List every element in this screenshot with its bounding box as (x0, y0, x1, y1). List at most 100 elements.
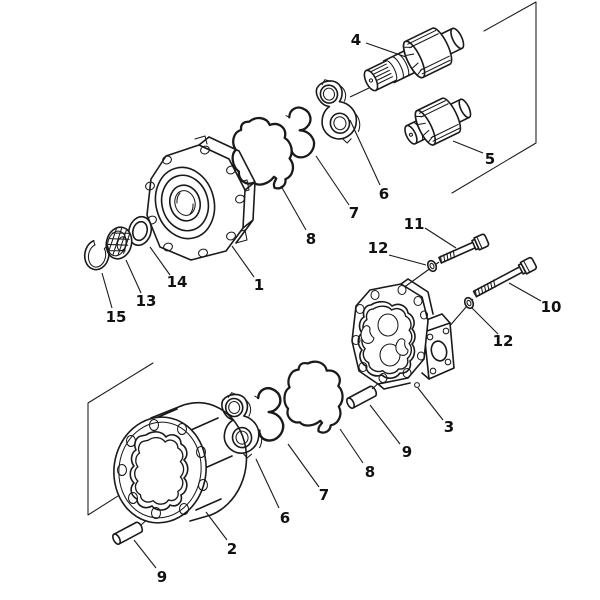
bolt-hole (150, 506, 162, 520)
snap-ring-inner (87, 244, 107, 268)
bolt-hole (198, 248, 208, 258)
part-15-snap-ring (83, 239, 110, 271)
flange-hole (429, 367, 437, 375)
leader-2 (205, 511, 228, 541)
bearing-bore (116, 236, 128, 252)
part-11-bolt-short (438, 233, 490, 264)
gear-face (414, 109, 437, 146)
callout-10: 10 (541, 298, 562, 316)
part-12-washer-lower (463, 296, 475, 310)
housing-bolt-holes (116, 418, 209, 520)
bolt-hole (178, 502, 190, 516)
section-frame-top-right (451, 1, 537, 194)
bolt-hole (419, 310, 429, 320)
bolt-hole (127, 491, 139, 505)
port-relief (360, 325, 375, 344)
shaft-bore-inner (174, 190, 196, 216)
detent-dot (414, 382, 420, 388)
leader-1 (231, 245, 255, 278)
gear-bore (377, 313, 399, 337)
bolt-hole (413, 295, 423, 307)
cover-face (146, 144, 246, 261)
shaft-stub-end (450, 27, 465, 50)
flange-hole (444, 358, 452, 366)
callout-labels: 1 2 3 4 5 6 6 7 7 8 8 9 9 10 11 12 12 13… (106, 31, 562, 586)
callout-12-upper: 12 (368, 239, 389, 257)
leader-11 (424, 227, 457, 249)
shaft-bore (168, 184, 202, 222)
leader-8-top (280, 185, 307, 231)
callout-6-bottom: 6 (280, 509, 290, 527)
flange-block-face (423, 322, 455, 380)
callout-5: 5 (485, 150, 495, 168)
washer-inner (429, 262, 435, 270)
callout-13: 13 (136, 292, 157, 310)
part-13-bearing (105, 226, 133, 260)
bolt-hole (162, 155, 172, 165)
callout-15: 15 (106, 308, 127, 326)
center-hole (408, 132, 413, 137)
bore-detail (176, 192, 194, 215)
gear-face (402, 40, 426, 79)
leader-6-bottom (255, 458, 280, 509)
bolt-threads (440, 249, 455, 264)
bolt-hole (358, 361, 368, 373)
snap-ring-outer (83, 239, 110, 271)
snap-ring-tips (93, 240, 108, 250)
leader-9-middle (369, 404, 401, 445)
cover-bolt-holes (351, 284, 429, 384)
port-relief (395, 338, 409, 356)
callout-2: 2 (227, 540, 237, 558)
housing-rim-facets (148, 405, 233, 511)
bolt-hole (125, 434, 137, 448)
callout-8-top: 8 (306, 230, 316, 248)
section-frame-bottom-left (87, 362, 154, 516)
callout-9-middle: 9 (402, 443, 412, 461)
bolt-hole (235, 194, 245, 204)
boss (160, 174, 210, 232)
part-10-bolt-long (472, 256, 538, 298)
bolt-hole (200, 145, 210, 155)
shaft-stub-end (458, 98, 472, 119)
bolt-hole (176, 422, 188, 436)
shaft-body (365, 47, 421, 92)
part-6-bearing-plate-bottom (216, 388, 266, 463)
callout-3: 3 (444, 418, 454, 436)
center-hole (368, 78, 374, 83)
bolt-hole (416, 351, 426, 361)
part-4-drive-gear-shaft (363, 27, 465, 92)
leader-13 (125, 259, 142, 294)
leader-lines (101, 42, 542, 569)
bolt-hole (195, 445, 207, 459)
boss-ring (154, 166, 216, 240)
bolt-head-facet (523, 260, 531, 273)
part-6-bearing-plate-top (309, 72, 366, 150)
leader-3 (417, 387, 444, 421)
callout-9-bottom: 9 (157, 568, 167, 586)
washer-inner (131, 220, 149, 242)
callout-12-lower: 12 (493, 332, 514, 350)
callout-7-top: 7 (349, 204, 359, 222)
part-1-front-cover (145, 135, 256, 261)
washer-outer (426, 259, 438, 273)
spline-end-face (363, 69, 379, 92)
part-3-rear-cover (351, 278, 455, 390)
callout-6-top: 6 (379, 185, 389, 203)
cover-back-edge (198, 136, 256, 244)
leader-7-top (315, 155, 350, 206)
bolt-hole (226, 231, 236, 241)
bolt-hole (402, 367, 412, 379)
leader-14 (149, 246, 171, 276)
callout-11: 11 (404, 215, 425, 233)
housing-back-edge (180, 401, 248, 522)
part-8-gasket-bottom (281, 358, 347, 435)
leader-5 (452, 140, 484, 154)
spline-hatch (367, 63, 393, 86)
assembly-line (349, 87, 370, 98)
flange-hole (426, 333, 434, 341)
bolt-hole (226, 165, 236, 175)
leader-7-bottom (287, 443, 320, 488)
bolt-threads (474, 279, 496, 298)
callout-1: 1 (254, 276, 264, 294)
